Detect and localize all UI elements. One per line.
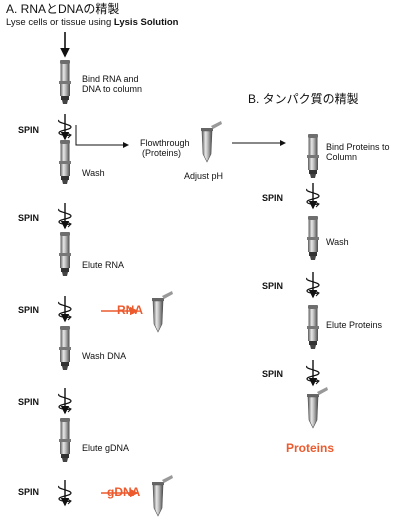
step-elute-rna-label: Elute RNA	[82, 260, 125, 270]
protein-column-wash-icon	[307, 216, 319, 260]
section-b-title: B. タンパク質の精製	[248, 92, 359, 106]
step-bind-line-2: DNA to column	[82, 84, 143, 95]
protein-spin-2-icon	[307, 272, 319, 297]
protein-column-elute-icon	[307, 305, 319, 349]
protein-spin-1-icon	[307, 183, 319, 208]
protein-spin-label-1: SPIN	[262, 193, 284, 203]
protein-step-bind-line-1: Bind Proteins to	[326, 142, 390, 152]
protein-spin-label-2: SPIN	[262, 281, 284, 291]
gdna-output-label: gDNA	[107, 485, 141, 499]
step-bind-line-1: Bind RNA and	[82, 74, 139, 84]
section-a-title: A. RNAとDNAの精製	[6, 2, 120, 16]
adjust-ph-label: Adjust pH	[184, 171, 224, 181]
spin-5-icon	[59, 480, 71, 505]
column-elute-rna-icon	[59, 232, 71, 276]
column-wash-icon	[59, 140, 71, 184]
protein-spin-3-icon	[307, 360, 319, 385]
spin-3-icon	[59, 296, 71, 321]
protein-step-wash-label: Wash	[326, 237, 349, 247]
column-elute-gdna-icon	[59, 418, 71, 462]
spin-2-icon	[59, 203, 71, 228]
column-bind-icon	[59, 60, 71, 104]
subtitle-bold: Lysis Solution	[113, 17, 179, 28]
subtitle-prefix: Lyse cells or tissue using	[6, 17, 114, 28]
rna-tube-icon	[151, 290, 174, 333]
protein-column-bind-icon	[307, 134, 319, 178]
spin-label-1: SPIN	[18, 125, 40, 135]
gdna-tube-icon	[151, 474, 174, 517]
flowthrough-line-1: Flowthrough	[140, 138, 190, 148]
spin-label-5: SPIN	[18, 487, 40, 497]
protein-step-bind-label: Bind Proteins to Column	[326, 142, 390, 163]
spin-label-4: SPIN	[18, 397, 40, 407]
protein-tube-icon	[306, 386, 329, 429]
protein-step-bind-line-2: Column	[326, 152, 358, 163]
step-wash-dna-label: Wash DNA	[82, 351, 127, 361]
step-bind-label: Bind RNA and DNA to column	[82, 74, 142, 95]
flowthrough-label: Flowthrough (Proteins)	[140, 138, 190, 159]
spin-1-icon	[59, 114, 71, 139]
spin-label-2: SPIN	[18, 213, 40, 223]
protein-spin-label-3: SPIN	[262, 369, 284, 379]
proteins-output-label: Proteins	[286, 441, 335, 455]
flowthrough-arrow	[75, 125, 129, 148]
step-wash-label: Wash	[82, 168, 105, 178]
flowthrough-line-2: (Proteins)	[142, 148, 182, 159]
flowthrough-tube-icon	[200, 120, 223, 163]
protein-step-elute-label: Elute Proteins	[326, 320, 383, 330]
spin-4-icon	[59, 388, 71, 413]
spin-label-3: SPIN	[18, 305, 40, 315]
column-wash-dna-icon	[59, 326, 71, 370]
section-a-subtitle: Lyse cells or tissue using Lysis Solutio…	[6, 17, 179, 29]
step-elute-gdna-label: Elute gDNA	[82, 443, 130, 453]
rna-output-label: RNA	[117, 303, 143, 317]
